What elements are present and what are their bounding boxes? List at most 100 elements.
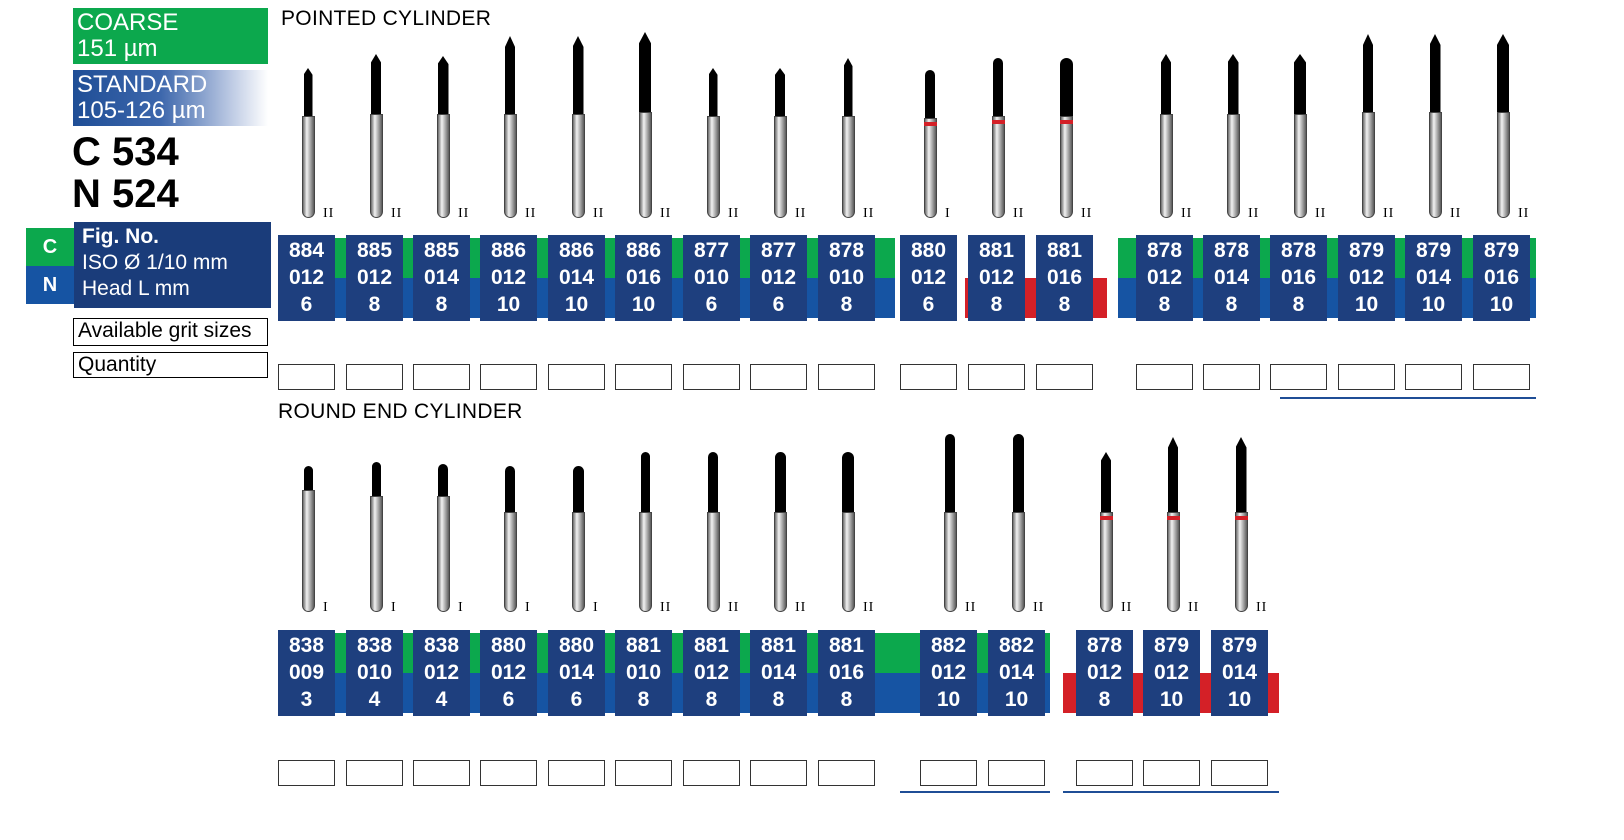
quantity-input[interactable] [480,760,537,786]
grit-grade-mark: I [593,600,599,615]
fig-number: 879 [1415,239,1452,262]
grit-grade-mark: II [1518,206,1530,221]
bur-shank [923,118,937,218]
iso-diameter: 012 [1153,661,1190,684]
fig-number: 838 [423,634,460,657]
grit-grade-mark: II [728,600,740,615]
bur-shank [571,512,585,612]
fig-number: 879 [1348,239,1385,262]
head-length: 10 [1004,688,1029,711]
iso-diameter: 016 [1280,266,1317,289]
head-length: 8 [1058,293,1071,316]
quantity-input[interactable] [413,760,470,786]
coarse-indicator: C [26,228,74,266]
quantity-input[interactable] [615,760,672,786]
color-code-ring [1234,516,1248,520]
fig-number: 882 [998,634,1035,657]
quantity-input[interactable] [1076,760,1133,786]
grit-grade-mark: I [525,600,531,615]
bur-shank [503,114,517,218]
diamond-head [438,464,448,496]
diamond-head [572,466,584,512]
quantity-input[interactable] [1143,760,1200,786]
available-grit-sizes-label: Available grit sizes [73,318,268,346]
quantity-input[interactable] [548,364,605,390]
bur-shank [369,496,383,612]
quantity-input[interactable] [1136,364,1193,390]
quantity-input[interactable] [920,760,977,786]
quantity-input[interactable] [818,364,875,390]
quantity-input[interactable] [1405,364,1462,390]
grit-grade-mark: II [1121,600,1133,615]
diamond-head [708,68,718,116]
quantity-input[interactable] [615,364,672,390]
bur-shank [1234,512,1248,612]
quantity-input[interactable] [413,364,470,390]
quantity-input[interactable] [1211,760,1268,786]
iso-diameter: 010 [625,661,662,684]
iso-diameter: 016 [828,661,865,684]
grit-grade-mark: II [795,600,807,615]
head-length: 10 [496,293,521,316]
grit-grade-mark: II [323,206,335,221]
quantity-input[interactable] [346,760,403,786]
bur-shank [369,114,383,218]
standard-grit-legend: STANDARD 105-126 µm [73,70,268,126]
diamond-head [775,68,785,116]
quantity-input[interactable] [818,760,875,786]
quantity-label: Quantity [73,352,268,378]
quantity-input[interactable] [1473,364,1530,390]
grit-grade-mark: II [660,600,672,615]
quantity-input[interactable] [750,760,807,786]
head-length: 3 [300,688,313,711]
quantity-input[interactable] [988,760,1045,786]
quantity-input[interactable] [968,364,1025,390]
iso-diameter: 012 [1348,266,1385,289]
quantity-input[interactable] [750,364,807,390]
iso-diameter: 016 [1046,266,1083,289]
quantity-input[interactable] [1270,364,1327,390]
fig-number: 880 [490,634,527,657]
grit-grade-mark: II [391,206,403,221]
diamond-head [1101,452,1111,512]
quantity-input[interactable] [900,364,957,390]
quantity-input[interactable] [346,364,403,390]
quantity-input[interactable] [548,760,605,786]
bur-shank [301,116,315,218]
quantity-input[interactable] [278,364,335,390]
head-length: 10 [1421,293,1446,316]
bur-shank [1099,512,1113,612]
fig-number: 881 [978,239,1015,262]
fig-number: 879 [1221,634,1258,657]
iso-diameter: 009 [288,661,325,684]
iso-diameter: 012 [978,266,1015,289]
coarse-grit-legend: COARSE 151 µm [73,8,268,64]
head-length: 6 [570,688,583,711]
iso-diameter: 014 [1221,661,1258,684]
fig-number: 838 [356,634,393,657]
grit-grade-mark: II [1248,206,1260,221]
quantity-input[interactable] [1203,364,1260,390]
quantity-input[interactable] [480,364,537,390]
quantity-input[interactable] [278,760,335,786]
quantity-input[interactable] [683,364,740,390]
head-length: 10 [1159,688,1184,711]
quantity-input[interactable] [683,760,740,786]
head-length: 6 [772,293,785,316]
quantity-input[interactable] [1036,364,1093,390]
fig-number: 878 [1280,239,1317,262]
grit-grade-mark: I [323,600,329,615]
quantity-input[interactable] [1338,364,1395,390]
grit-grade-mark: II [863,206,875,221]
